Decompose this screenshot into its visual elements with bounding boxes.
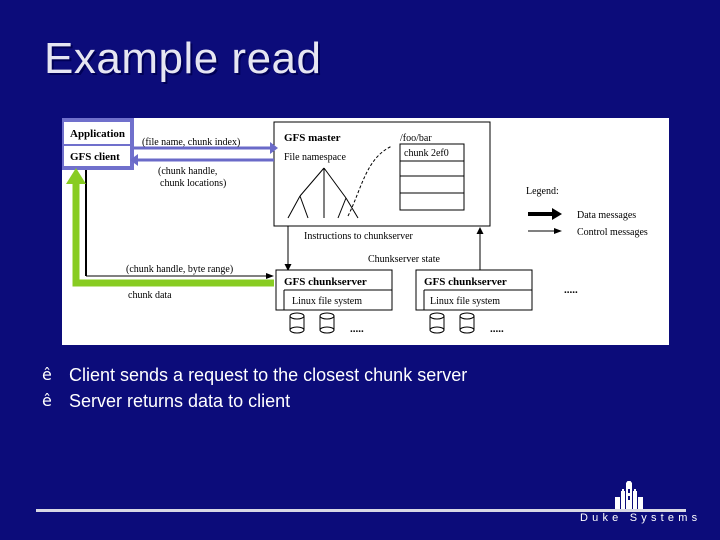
- legend-title: Legend:: [526, 186, 559, 197]
- file-namespace-label: File namespace: [284, 152, 346, 163]
- reply-label-line1: (chunk handle,: [158, 166, 217, 177]
- footer-brand: Duke Systems: [580, 512, 702, 524]
- chunk-id-label: chunk 2ef0: [404, 148, 449, 159]
- chunkserver-1-ellipsis: .....: [350, 323, 364, 335]
- more-chunkservers-ellipsis: .....: [564, 284, 578, 296]
- chunkserver-1-disks: [289, 312, 335, 334]
- footer-divider: [36, 509, 686, 512]
- duke-chapel-icon: [615, 481, 643, 509]
- bullet-item: ê Client sends a request to the closest …: [42, 362, 467, 388]
- slide-title: Example read: [44, 34, 322, 83]
- namespace-tree: [287, 145, 393, 219]
- bullet-text: Server returns data to client: [69, 391, 291, 411]
- chunkserver-2-fs: Linux file system: [430, 296, 500, 307]
- legend-data-messages: Data messages: [577, 210, 636, 221]
- bullet-glyph: ê: [42, 391, 52, 410]
- application-label: Application: [70, 128, 125, 140]
- chunkserver-state-label: Chunkserver state: [368, 254, 440, 265]
- chunk-data-arrow: [66, 168, 274, 287]
- bullet-glyph: ê: [42, 365, 52, 384]
- gfs-master-box: GFS master File namespace /foo/bar chunk…: [273, 121, 491, 227]
- gfs-client-label: GFS client: [70, 151, 120, 163]
- legend: Legend: Data messages Control messages: [526, 186, 648, 238]
- gfs-client-box: Application GFS client: [62, 118, 134, 170]
- chunk-data-label: chunk data: [128, 290, 172, 301]
- chunkserver-1-fs: Linux file system: [292, 296, 362, 307]
- chunkserver-2-title: GFS chunkserver: [424, 276, 507, 288]
- file-path-label: /foo/bar: [400, 133, 432, 144]
- chunkserver-2-ellipsis: .....: [490, 323, 504, 335]
- request-label: (file name, chunk index): [142, 137, 240, 148]
- chunkserver-1-title: GFS chunkserver: [284, 276, 367, 288]
- bullet-list: ê Client sends a request to the closest …: [42, 362, 467, 414]
- chunkserver-1: GFS chunkserver Linux file system .....: [275, 269, 393, 335]
- bullet-item: ê Server returns data to client: [42, 388, 467, 414]
- reply-label-line2: chunk locations): [160, 178, 226, 189]
- read-request-label: (chunk handle, byte range): [126, 264, 233, 275]
- chunkserver-2-disks: [429, 312, 475, 334]
- gfs-architecture-diagram: Application GFS client GFS master File n…: [62, 118, 669, 345]
- bullet-text: Client sends a request to the closest ch…: [69, 365, 468, 385]
- legend-control-messages: Control messages: [577, 227, 648, 238]
- chunkserver-2: GFS chunkserver Linux file system .....: [415, 269, 533, 335]
- master-title: GFS master: [284, 132, 341, 144]
- instructions-label: Instructions to chunkserver: [304, 231, 414, 242]
